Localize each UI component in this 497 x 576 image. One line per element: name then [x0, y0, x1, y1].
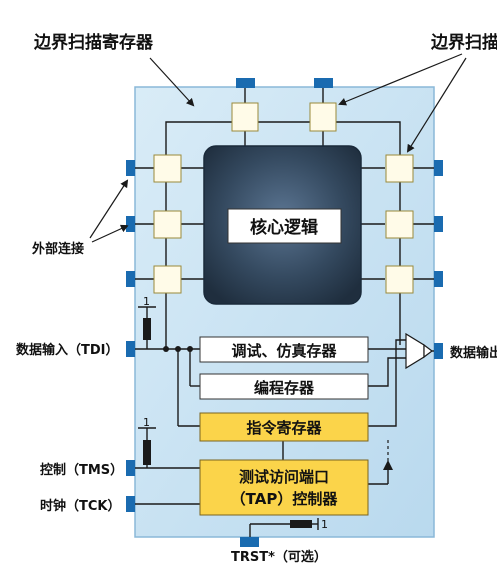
pin-left-1: [126, 160, 135, 176]
core-logic-label-box: [227, 208, 342, 244]
bsr-cell: [231, 102, 259, 132]
bsr-label-left: 边界扫描寄存器: [33, 32, 154, 53]
pullup-tms-value: 1: [143, 416, 150, 429]
bsr-cell: [153, 154, 182, 183]
bsr-callout-arrow-left: [149, 57, 195, 107]
bsr-cell: [385, 210, 414, 239]
bsr-callout-arrow-right-2: [406, 57, 467, 153]
debug-register-block: [199, 336, 369, 363]
program-register-block: [199, 373, 369, 400]
pin-top-1: [236, 78, 255, 88]
pullup-resistor-tdi: [143, 318, 151, 340]
trst-label: TRST*（可选）: [231, 549, 327, 565]
pin-trst: [240, 537, 259, 547]
junction-dot: [187, 346, 193, 352]
pin-right-2: [434, 216, 443, 232]
ext-conn-arrow-1: [89, 179, 129, 239]
junction-dot: [175, 346, 181, 352]
tap-controller-label-line2: （TAP）控制器: [231, 490, 339, 508]
bsr-cell: [309, 102, 337, 132]
pullup-tdi-value: 1: [143, 295, 150, 308]
external-connection-label: 外部连接: [31, 241, 84, 257]
bsr-callout-arrow-right-1: [338, 53, 463, 106]
pin-left-3: [126, 271, 135, 287]
tdo-label: 数据输出: [450, 345, 497, 361]
ext-conn-arrow-2: [91, 224, 129, 243]
pullup-resistor-trst: [290, 520, 312, 528]
pin-top-2: [314, 78, 333, 88]
debug-register-label: 调试、仿真存器: [231, 342, 337, 360]
tck-label: 时钟（TCK）: [40, 498, 120, 514]
bsr-label-right: 边界扫描: [430, 32, 497, 53]
pin-left-2: [126, 216, 135, 232]
pin-tdo: [434, 343, 443, 359]
bsr-cell: [385, 154, 414, 183]
bsr-cell: [385, 265, 414, 294]
output-buffer: [423, 343, 433, 359]
pin-right-1: [434, 160, 443, 176]
pin-tck: [126, 496, 135, 512]
tap-controller-label-line1: 测试访问端口: [239, 468, 329, 486]
pullup-resistor-tms: [143, 440, 151, 465]
core-logic-label: 核心逻辑: [250, 217, 318, 238]
tdi-label: 数据输入（TDI）: [16, 342, 119, 358]
tms-label: 控制（TMS）: [40, 462, 123, 478]
instruction-register-label: 指令寄存器: [246, 419, 322, 437]
program-register-label: 编程存器: [254, 379, 315, 397]
junction-dot: [163, 346, 169, 352]
instruction-register-block: [199, 412, 369, 442]
pullup-trst-value: 1: [321, 518, 328, 531]
bsr-cell: [153, 265, 182, 294]
pin-tms: [126, 460, 135, 476]
pin-tdi: [126, 341, 135, 357]
tap-controller-block: [199, 459, 369, 516]
bsr-cell: [153, 210, 182, 239]
tap-control-arrow: [383, 460, 393, 470]
pin-right-3: [434, 271, 443, 287]
